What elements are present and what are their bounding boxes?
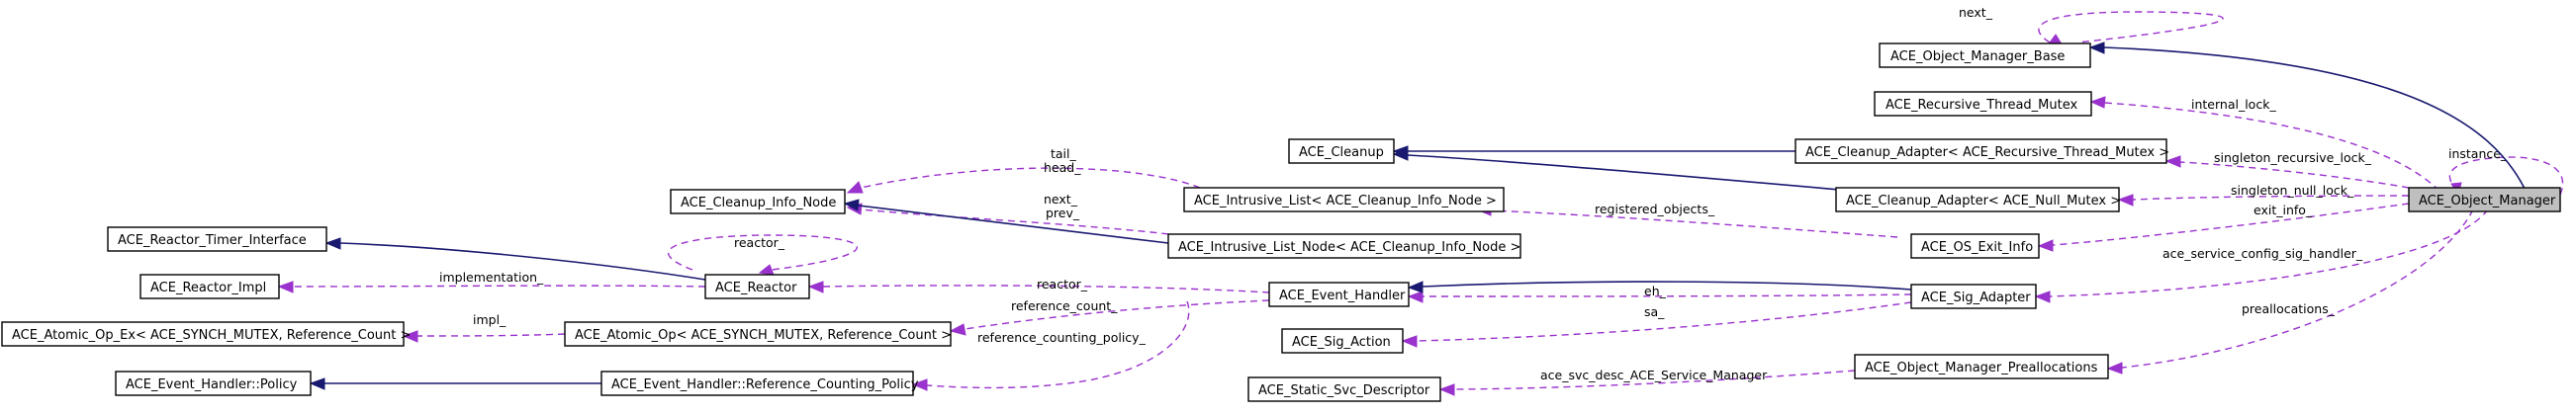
node-cleanup-info-node[interactable]: ACE_Cleanup_Info_Node (670, 189, 846, 214)
svg-text:ACE_OS_Exit_Info: ACE_OS_Exit_Info (1921, 240, 2033, 255)
node-atomic-op-ex[interactable]: ACE_Atomic_Op_Ex< ACE_SYNCH_MUTEX, Refer… (1, 321, 411, 347)
edge-label-reactor-self: reactor_ (734, 235, 785, 250)
node-os-exit-info[interactable]: ACE_OS_Exit_Info (1910, 233, 2040, 259)
node-reactor[interactable]: ACE_Reactor (704, 274, 810, 299)
edge-label-singleton-recursive-lock: singleton_recursive_lock_ (2214, 150, 2372, 165)
edge-label-impl: impl_ (473, 312, 506, 327)
edge-label-next: next_ (1959, 5, 1993, 20)
edge-label-internal-lock: internal_lock_ (2191, 97, 2276, 112)
edge-inherit-reactor-timer (324, 237, 706, 281)
svg-text:ACE_Atomic_Op< ACE_SYNCH_MUTEX: ACE_Atomic_Op< ACE_SYNCH_MUTEX, Referenc… (575, 328, 952, 343)
edge-label-prev: prev_ (1046, 206, 1080, 220)
edge-label-exit-info: exit_info_ (2254, 203, 2313, 217)
svg-text:ACE_Cleanup_Info_Node: ACE_Cleanup_Info_Node (681, 196, 836, 210)
edge-internal-lock: internal_lock_ (2089, 96, 2448, 201)
edge-reference-count: reference_count_ (949, 298, 1270, 336)
svg-text:ACE_Reactor: ACE_Reactor (715, 281, 797, 295)
node-event-handler[interactable]: ACE_Event_Handler (1268, 282, 1410, 307)
node-reactor-timer-interface[interactable]: ACE_Reactor_Timer_Interface (107, 226, 327, 252)
edge-singleton-null-lock: singleton_null_lock_ (2117, 183, 2410, 207)
edge-label-preallocations: preallocations_ (2242, 301, 2336, 316)
edge-exit-info: exit_info_ (2037, 203, 2410, 252)
edge-registered-objects: registered_objects_ (1475, 202, 1898, 238)
svg-text:ACE_Reactor_Timer_Interface: ACE_Reactor_Timer_Interface (118, 233, 307, 248)
node-cleanup[interactable]: ACE_Cleanup (1288, 138, 1395, 164)
edge-reactor: reactor_ (807, 277, 1270, 293)
edge-next-prev: next_ prev_ (846, 192, 1193, 238)
edge-label-ace-svc-desc: ace_svc_desc_ACE_Service_Manager (1540, 368, 1768, 382)
edge-reactor-self: reactor_ (668, 234, 858, 276)
node-cleanup-adapter-recursive[interactable]: ACE_Cleanup_Adapter< ACE_Recursive_Threa… (1794, 138, 2169, 164)
edge-eh: eh_ (1407, 284, 1912, 303)
svg-text:ACE_Event_Handler: ACE_Event_Handler (1279, 289, 1406, 303)
edge-label-singleton-null-lock: singleton_null_lock_ (2231, 183, 2354, 198)
svg-text:ACE_Object_Manager: ACE_Object_Manager (2419, 194, 2556, 208)
svg-text:ACE_Cleanup_Adapter< ACE_Recur: ACE_Cleanup_Adapter< ACE_Recursive_Threa… (1805, 145, 2169, 160)
edge-inherit-sig-adapter (1407, 281, 1912, 293)
svg-text:ACE_Cleanup_Adapter< ACE_Null_: ACE_Cleanup_Adapter< ACE_Null_Mutex > (1846, 194, 2121, 208)
edge-inherit-intrusive-list-node (843, 199, 1169, 244)
svg-text:ACE_Sig_Adapter: ACE_Sig_Adapter (1921, 291, 2031, 305)
edge-label-instance: instance_ (2448, 146, 2508, 161)
edge-label-sa: sa_ (1644, 304, 1665, 319)
svg-text:ACE_Static_Svc_Descriptor: ACE_Static_Svc_Descriptor (1258, 383, 1430, 398)
svg-text:ACE_Cleanup: ACE_Cleanup (1299, 145, 1384, 160)
edge-label-next2: next_ (1044, 192, 1078, 207)
svg-text:ACE_Sig_Action: ACE_Sig_Action (1292, 335, 1391, 350)
svg-text:ACE_Object_Manager_Base: ACE_Object_Manager_Base (1890, 49, 2065, 64)
edge-label-tail: tail_ (1051, 146, 1077, 161)
svg-text:ACE_Event_Handler::Reference_C: ACE_Event_Handler::Reference_Counting_Po… (611, 377, 919, 392)
node-reactor-impl[interactable]: ACE_Reactor_Impl (139, 274, 280, 299)
edge-tail-head: tail_ head_ (846, 146, 1201, 194)
edge-label-ace-service-config-sig-handler: ace_service_config_sig_handler_ (2162, 246, 2363, 261)
edge-label-eh: eh_ (1644, 284, 1667, 298)
node-recursive-thread-mutex[interactable]: ACE_Recursive_Thread_Mutex (1874, 91, 2092, 117)
svg-text:ACE_Event_Handler::Policy: ACE_Event_Handler::Policy (126, 377, 298, 392)
edge-implementation: implementation_ (277, 270, 706, 293)
node-intrusive-list[interactable]: ACE_Intrusive_List< ACE_Cleanup_Info_Nod… (1183, 187, 1505, 212)
edge-next-self: next_ (1959, 5, 2224, 43)
edge-impl: impl_ (402, 312, 566, 343)
node-object-manager-preallocations[interactable]: ACE_Object_Manager_Preallocations (1854, 354, 2109, 379)
edge-inherit-policy (309, 377, 602, 390)
node-intrusive-list-node[interactable]: ACE_Intrusive_List_Node< ACE_Cleanup_Inf… (1167, 233, 1521, 259)
svg-text:ACE_Atomic_Op_Ex< ACE_SYNCH_MU: ACE_Atomic_Op_Ex< ACE_SYNCH_MUTEX, Refer… (12, 328, 411, 343)
edge-preallocations: preallocations_ (2106, 208, 2474, 374)
svg-text:ACE_Intrusive_List< ACE_Cleanu: ACE_Intrusive_List< ACE_Cleanup_Info_Nod… (1194, 194, 1497, 208)
node-sig-adapter[interactable]: ACE_Sig_Adapter (1910, 284, 2037, 309)
edge-inherit-cleanup-null (1392, 148, 1841, 191)
edge-singleton-recursive-lock: singleton_recursive_lock_ (2164, 150, 2410, 189)
edge-label-registered-objects: registered_objects_ (1595, 202, 1715, 216)
svg-text:ACE_Object_Manager_Preallocati: ACE_Object_Manager_Preallocations (1865, 361, 2098, 375)
edge-inherit-cleanup-recursive (1392, 145, 1795, 158)
svg-text:ACE_Reactor_Impl: ACE_Reactor_Impl (150, 281, 266, 295)
edge-label-reference-count: reference_count_ (1011, 298, 1118, 313)
edge-ace-svc-desc: ace_svc_desc_ACE_Service_Manager (1438, 368, 1856, 396)
edge-label-reference-counting-policy: reference_counting_policy_ (977, 330, 1147, 345)
edge-inherit-object-manager-base (2088, 42, 2529, 196)
node-sig-action[interactable]: ACE_Sig_Action (1281, 328, 1404, 354)
node-object-manager-base[interactable]: ACE_Object_Manager_Base (1879, 42, 2091, 68)
node-atomic-op[interactable]: ACE_Atomic_Op< ACE_SYNCH_MUTEX, Referenc… (564, 321, 952, 347)
edge-ace-service-config-sig-handler: ace_service_config_sig_handler_ (2034, 208, 2489, 303)
node-object-manager[interactable]: ACE_Object_Manager (2408, 187, 2561, 212)
node-reference-counting-policy[interactable]: ACE_Event_Handler::Reference_Counting_Po… (600, 371, 919, 396)
node-cleanup-adapter-null[interactable]: ACE_Cleanup_Adapter< ACE_Null_Mutex > (1835, 187, 2121, 212)
node-static-svc-descriptor[interactable]: ACE_Static_Svc_Descriptor (1247, 376, 1441, 402)
node-event-handler-policy[interactable]: ACE_Event_Handler::Policy (115, 371, 312, 396)
edge-reference-counting-policy: reference_counting_policy_ (911, 300, 1190, 391)
edge-label-reactor: reactor_ (1037, 277, 1088, 291)
svg-text:ACE_Intrusive_List_Node< ACE_C: ACE_Intrusive_List_Node< ACE_Cleanup_Inf… (1178, 240, 1520, 255)
edge-label-implementation: implementation_ (439, 270, 544, 285)
edge-label-head: head_ (1044, 160, 1081, 175)
edge-sa: sa_ (1401, 301, 1912, 348)
svg-text:ACE_Recursive_Thread_Mutex: ACE_Recursive_Thread_Mutex (1886, 98, 2077, 113)
